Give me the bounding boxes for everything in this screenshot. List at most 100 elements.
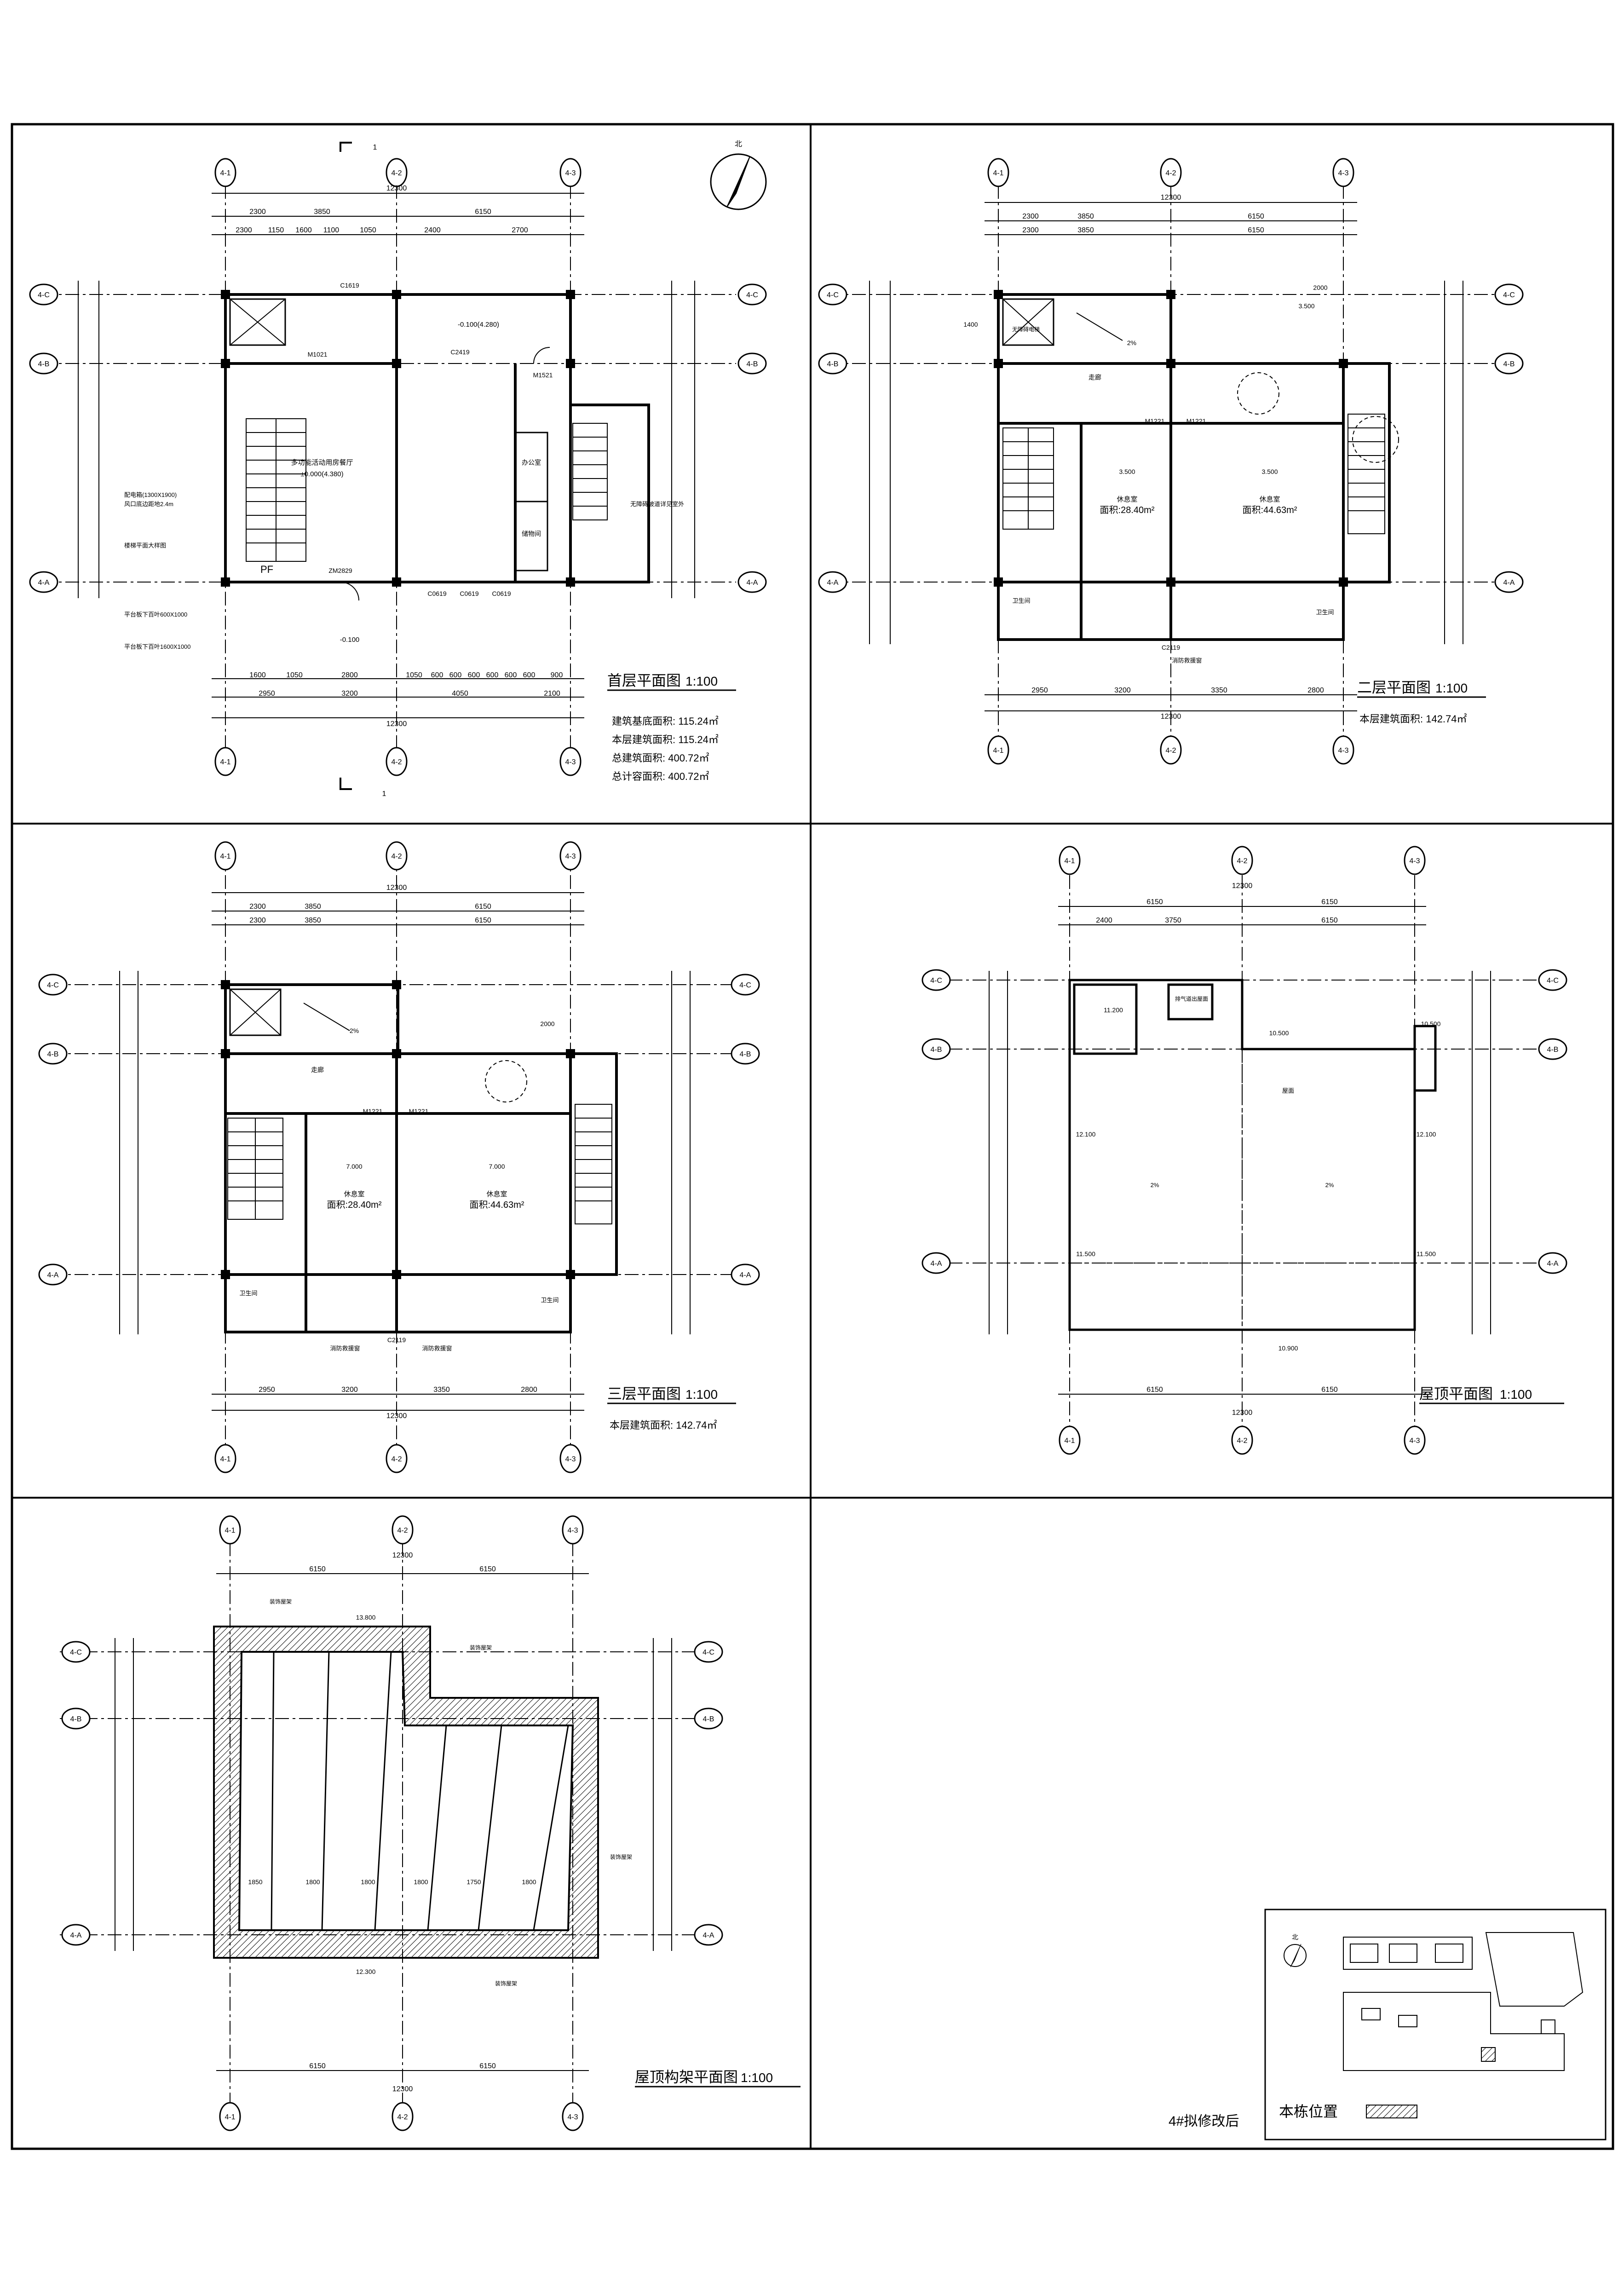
p3-axis-a-r: 4-A <box>740 1271 751 1279</box>
plan1-scale: 1:100 <box>685 674 718 688</box>
dim-top1-a: 2300 <box>249 208 266 216</box>
dim-bottom1-i: 600 <box>505 671 517 679</box>
p4-elev-4: 11.500 <box>1076 1250 1095 1258</box>
p2-dim-t1a: 2300 <box>1022 213 1039 220</box>
dim-bottom1-e: 600 <box>431 671 443 679</box>
axis-bubble-a-r: 4-A <box>747 579 758 587</box>
p2-room1-elev: 3.500 <box>1119 468 1135 475</box>
dim-bottom1-b: 1050 <box>286 671 303 679</box>
p4-dim-total-top: 12300 <box>1232 882 1253 890</box>
door-main: ZM2829 <box>328 567 352 574</box>
plan4-scale: 1:100 <box>1500 1387 1532 1402</box>
p3-dim-b-c: 3350 <box>433 1386 450 1394</box>
dim-bottom1-f: 600 <box>449 671 462 679</box>
p3-dim-total-top: 12300 <box>386 884 407 892</box>
p3-room1-area: 面积:28.40m² <box>327 1200 382 1210</box>
p4-dim-t1a: 6150 <box>1146 898 1163 906</box>
p3-window: C2119 <box>387 1336 406 1344</box>
p2-axis-c: 4-C <box>827 291 839 299</box>
p4-slope-1: 2% <box>1151 1182 1159 1188</box>
p5-frame-3: 装饰屋架 <box>610 1854 632 1860</box>
dim-top2-c: 1600 <box>295 226 312 234</box>
window-bottom-1: C0619 <box>427 590 446 597</box>
p4-dim-b-a: 6150 <box>1146 1386 1163 1394</box>
p3-axis-1: 4-1 <box>220 853 230 860</box>
plan4-title: 屋顶平面图 <box>1419 1385 1493 1402</box>
p2-dim-total-top: 12300 <box>1161 194 1181 202</box>
p3-dim-t2c: 6150 <box>475 917 491 924</box>
p2-corridor: 走廊 <box>1088 374 1101 381</box>
p2-toilet-1: 卫生间 <box>1012 597 1030 604</box>
p2-room1-area: 面积:28.40m² <box>1100 505 1155 515</box>
p5-dim-t-a: 6150 <box>309 1565 326 1573</box>
p4-elev-6: 12.100 <box>1076 1131 1096 1138</box>
p2-room2-elev: 3.500 <box>1261 468 1278 475</box>
dim-bottom1-h: 600 <box>486 671 499 679</box>
axis-bubble-2b: 4-2 <box>391 758 402 766</box>
p4-axis-a-r: 4-A <box>1547 1260 1559 1268</box>
p2-dim-t2b: 3850 <box>1077 226 1094 234</box>
p3-dim-t2a: 2300 <box>249 917 266 924</box>
p5-axis-b: 4-B <box>70 1715 82 1723</box>
p2-dim-t2c: 6150 <box>1248 226 1264 234</box>
p2-rescue-window: 消防救援窗 <box>1172 657 1202 664</box>
p3-axis-3: 4-3 <box>565 853 576 860</box>
p2-door-2: M1221 <box>1186 417 1206 425</box>
p4-vent: 排气道出屋面 <box>1175 995 1208 1002</box>
dim-bottom1-g: 600 <box>468 671 480 679</box>
p2-room2-area: 面积:44.63m² <box>1243 505 1297 515</box>
plan-second-floor-text: 4-1 4-2 4-3 4-1 4-2 4-3 4-C 4-B 4-A 4-C … <box>827 169 1515 755</box>
plan2-title: 二层平面图 <box>1357 679 1431 696</box>
dim-bottom1-c: 2800 <box>341 671 358 679</box>
p2-room2-name: 休息室 <box>1259 496 1280 503</box>
note-1: 配电箱(1300X1900) <box>124 491 177 498</box>
note-2: 风口底边距地2.4m <box>124 501 173 508</box>
plan-ground-floor <box>29 142 767 790</box>
p3-corridor: 走廊 <box>311 1066 324 1073</box>
plan2-scale: 1:100 <box>1435 681 1468 695</box>
plan-roof-frame <box>60 1515 723 2131</box>
p3-axis-2b: 4-2 <box>391 1455 402 1463</box>
frame-hatch <box>213 1626 599 1959</box>
axis-bubble-3b: 4-3 <box>565 758 576 766</box>
p3-axis-1b: 4-1 <box>220 1455 230 1463</box>
p2-axis-a-r: 4-A <box>1503 579 1515 587</box>
p5-dim-b-a: 6150 <box>309 2062 326 2070</box>
p3-dim-t2b: 3850 <box>305 917 321 924</box>
window-bottom-2: C0619 <box>460 590 478 597</box>
p5-dim-i-e: 1750 <box>466 1878 481 1886</box>
p4-axis-3b: 4-3 <box>1409 1437 1420 1445</box>
dim-bottom2-d: 2100 <box>544 690 560 698</box>
p4-axis-2b: 4-2 <box>1237 1437 1247 1445</box>
dim-bottom1-j: 600 <box>523 671 536 679</box>
axis-bubble-b-r: 4-B <box>747 360 758 368</box>
p2-axis-1: 4-1 <box>993 169 1003 177</box>
plan-roof <box>921 846 1567 1455</box>
p4-axis-b: 4-B <box>931 1046 942 1054</box>
location-label: 本栋位置 <box>1279 2103 1338 2120</box>
p3-axis-b-r: 4-B <box>740 1050 751 1058</box>
p5-axis-a-r: 4-A <box>703 1932 714 1939</box>
p4-axis-a: 4-A <box>931 1260 942 1268</box>
p3-room2-name: 休息室 <box>486 1190 507 1198</box>
p5-dim-i-d: 1800 <box>414 1878 428 1886</box>
p2-axis-2b: 4-2 <box>1165 747 1176 755</box>
p5-dim-total-top: 12300 <box>392 1552 413 1559</box>
elevation-top: -0.100(4.280) <box>458 321 499 329</box>
p5-axis-3: 4-3 <box>567 1527 578 1535</box>
p5-dim-i-a: 1850 <box>248 1878 262 1886</box>
plan5-title: 屋顶构架平面图 <box>635 2069 738 2085</box>
p5-dim-i-c: 1800 <box>361 1878 375 1886</box>
p5-dim-t-b: 6150 <box>479 1565 496 1573</box>
plan-third-floor <box>38 841 760 1473</box>
p5-axis-1b: 4-1 <box>225 2113 235 2121</box>
p3-room2-area: 面积:44.63m² <box>470 1200 524 1210</box>
p2-room1-name: 休息室 <box>1117 496 1137 503</box>
p5-elev-bottom: 12.300 <box>356 1968 376 1975</box>
p2-axis-b: 4-B <box>827 360 839 368</box>
dim-top1-c: 6150 <box>475 208 491 216</box>
p2-dim-2000: 2000 <box>1313 284 1327 291</box>
p3-room1-elev: 7.000 <box>346 1163 362 1170</box>
p3-slope: 2% <box>350 1027 359 1034</box>
